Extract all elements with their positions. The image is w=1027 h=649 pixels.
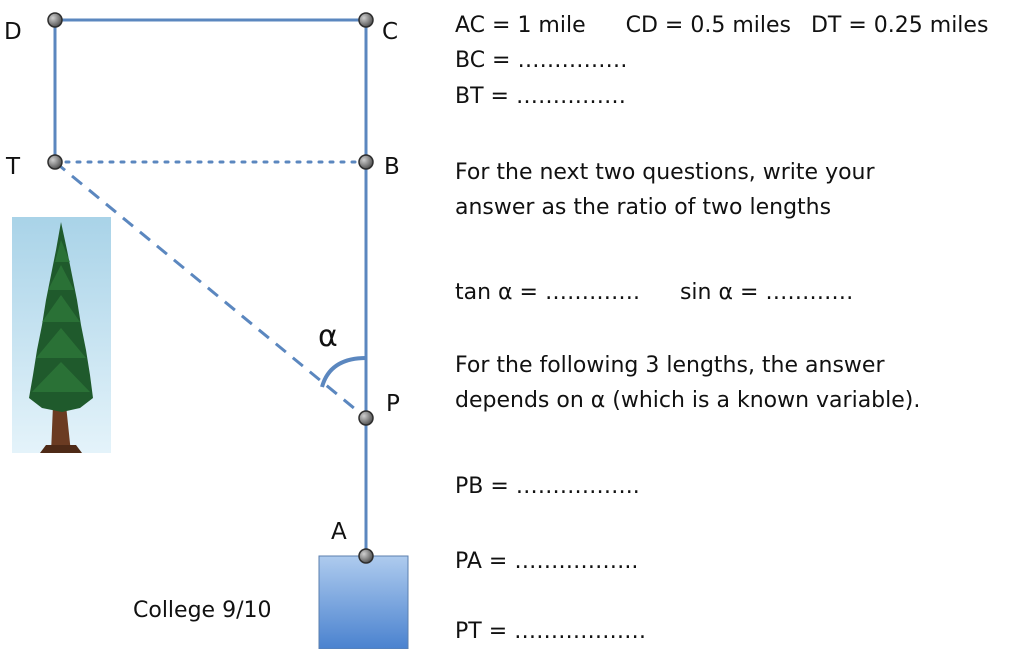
angle-arc [320, 356, 367, 388]
label-t: T [6, 154, 21, 180]
node-a [358, 548, 374, 564]
question-tan: tan α = …………. [455, 280, 640, 305]
path-lines [53, 18, 368, 556]
label-c: C [382, 19, 399, 45]
question-pt: PT = ……………… [455, 619, 647, 644]
instruction-alpha-line-2: depends on α (which is a known variable)… [455, 388, 921, 413]
given-cd: CD = 0.5 miles [625, 13, 791, 38]
node-p [358, 410, 374, 426]
node-c [358, 12, 374, 28]
question-sin: sin α = ………… [679, 280, 854, 305]
question-pb: PB = …………….. [455, 474, 640, 499]
given-lengths: AC = 1 mile CD = 0.5 miles DT = 0.25 miles [455, 13, 988, 39]
tree-image [12, 217, 111, 453]
label-p: P [386, 391, 400, 417]
point-nodes [47, 12, 374, 564]
college-building [318, 555, 409, 649]
instruction-alpha-line-1: For the following 3 lengths, the answer [455, 353, 885, 378]
question-pa: PA = …………….. [455, 549, 639, 574]
question-bc: BC = …………… [455, 48, 628, 73]
trig-questions: tan α = …………. sin α = ………… [455, 280, 853, 306]
college-label: College 9/10 [133, 598, 272, 623]
instruction-ratio-line-2: answer as the ratio of two lengths [455, 195, 832, 220]
given-dt: DT = 0.25 miles [810, 13, 989, 38]
given-ac: AC = 1 mile [455, 13, 586, 38]
node-b [358, 154, 374, 170]
question-bt: BT = …………… [455, 84, 626, 109]
label-b: B [384, 154, 400, 180]
instruction-ratio-line-1: For the next two questions, write your [455, 160, 875, 185]
node-t [47, 154, 63, 170]
node-d [47, 12, 63, 28]
angle-alpha-label: α [318, 319, 338, 354]
label-d: D [4, 19, 22, 45]
segment-tp-dashed [54, 160, 367, 420]
label-a: A [331, 519, 347, 545]
